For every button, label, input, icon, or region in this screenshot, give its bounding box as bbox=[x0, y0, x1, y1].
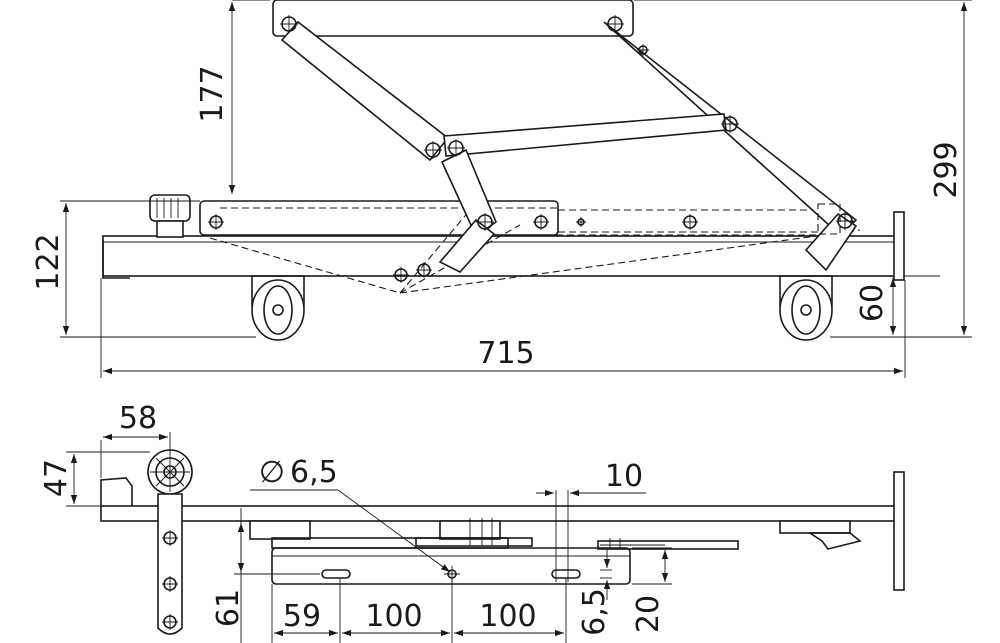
dimension-59-label: 59 bbox=[283, 599, 321, 634]
dimension-60-label: 60 bbox=[855, 284, 890, 322]
lower-platform bbox=[199, 200, 861, 294]
dimension-top-height: 47 bbox=[39, 451, 150, 507]
dimension-slot-small: 6,5 bbox=[577, 548, 612, 636]
main-rail bbox=[100, 471, 905, 591]
dimension-top-width: 58 bbox=[100, 401, 171, 478]
diameter-symbol: ∅ bbox=[259, 455, 285, 490]
wheel-right bbox=[779, 275, 833, 341]
dimension-wheel-height: 60 bbox=[855, 275, 940, 335]
dimension-6-5-hole-label: 6,5 bbox=[290, 455, 338, 490]
top-platform bbox=[272, 0, 634, 37]
top-view: 58 47 ∅ 6,5 10 bbox=[39, 401, 905, 643]
dimension-177-label: 177 bbox=[195, 65, 230, 122]
dimension-6-5-slot-label: 6,5 bbox=[577, 588, 612, 636]
base-frame bbox=[102, 211, 905, 281]
mid-hardware bbox=[249, 518, 862, 550]
dimension-frame-height: 122 bbox=[31, 200, 256, 338]
dimension-10-label: 10 bbox=[605, 459, 643, 494]
dimension-715-label: 715 bbox=[477, 336, 534, 371]
dimension-total-height: 299 bbox=[634, 0, 972, 338]
mounting-plate bbox=[271, 547, 631, 585]
dimension-20-label: 20 bbox=[631, 595, 666, 633]
dimension-height-lift: 177 bbox=[195, 0, 270, 194]
dimension-slot-height: 20 bbox=[631, 547, 672, 633]
pivot-points bbox=[208, 15, 854, 283]
top-knob bbox=[147, 449, 193, 495]
dimension-hole-spacing: 59 100 100 bbox=[271, 578, 567, 643]
dimension-299-label: 299 bbox=[929, 141, 964, 198]
dimension-47-label: 47 bbox=[39, 459, 74, 497]
front-view: 177 122 299 60 715 bbox=[31, 0, 972, 378]
dimension-100-first-label: 100 bbox=[365, 599, 422, 634]
dimension-100-second-label: 100 bbox=[479, 599, 536, 634]
vertical-link bbox=[157, 493, 183, 635]
dimension-side-depth: 61 bbox=[211, 508, 320, 643]
dimension-slot-width: 10 bbox=[536, 459, 646, 582]
dimension-total-width: 715 bbox=[100, 278, 906, 378]
wheel-left bbox=[251, 275, 305, 341]
dimension-122-label: 122 bbox=[31, 233, 66, 290]
dimension-58-label: 58 bbox=[119, 401, 157, 436]
dimension-61-label: 61 bbox=[211, 589, 246, 627]
dimension-hole-diameter: ∅ 6,5 bbox=[250, 455, 451, 573]
